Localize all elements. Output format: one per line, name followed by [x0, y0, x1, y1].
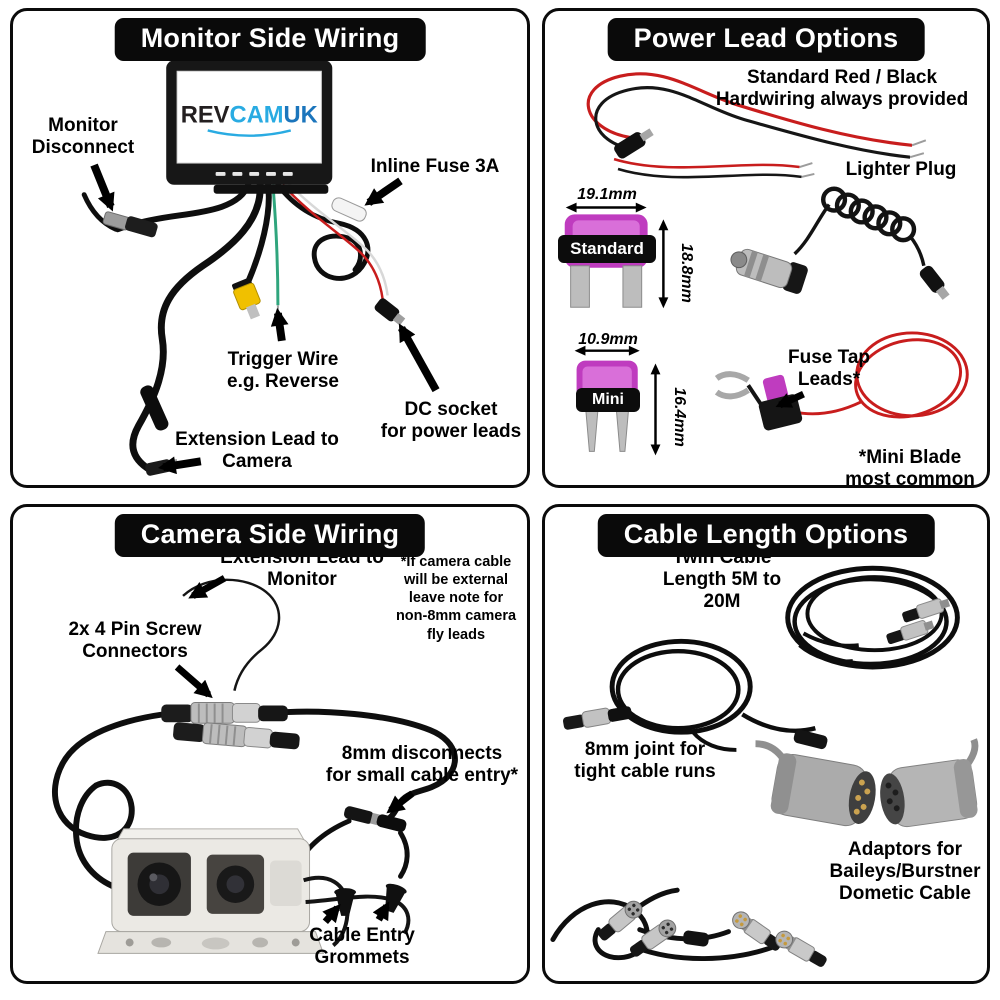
dim-mini-width: 10.9mm: [578, 331, 638, 348]
label-screw-connectors: 2x 4 Pin Screw Connectors: [68, 619, 202, 663]
panel-camera-side-wiring: Camera Side Wiring: [10, 504, 530, 984]
dim-mini-height: 16.4mm: [671, 387, 688, 447]
monitor-wiring-illustration: REVCAMUK: [81, 60, 440, 476]
tap-wire: [746, 384, 764, 408]
screw-connector: [171, 719, 302, 753]
label-monitor-disconnect: Monitor Disconnect: [31, 115, 135, 159]
trigger-wire: [271, 184, 280, 306]
arrow-screw-connectors: [174, 664, 213, 699]
power-wires: [281, 181, 389, 300]
fuse-tap-lead: [714, 331, 969, 431]
arrow-grommet-2: [372, 901, 390, 922]
monitor-buttons: [215, 171, 293, 176]
arrow-fuse-tap: [775, 391, 805, 409]
label-arrows: [90, 163, 440, 475]
adaptor-sockets: [885, 782, 900, 812]
label-external-note: *If camera cable will be external leave …: [395, 554, 517, 643]
twin-cable-coil: [785, 565, 960, 670]
cable-length-illustration: [550, 565, 979, 971]
arrow-trigger-wire: [270, 307, 289, 342]
panel-monitor-side-wiring: Monitor Side Wiring: [10, 8, 530, 488]
adaptor-female: [880, 738, 979, 828]
label-fuse-tap: Fuse Tap Leads*: [788, 347, 870, 391]
standard-fuse-label: Standard: [558, 235, 656, 263]
dim-standard-width: 19.1mm: [577, 186, 637, 203]
camera-wiring-illustration: [52, 575, 458, 954]
monitor-disconnect-connector: [102, 211, 158, 238]
adaptor-male: [755, 740, 876, 827]
arrow-extension-lead: [157, 456, 202, 475]
hardwiring-leads: [586, 72, 927, 179]
mini-fuse-label: Mini: [576, 388, 640, 412]
screw-connector: [161, 702, 288, 724]
camera-illustration: [97, 828, 325, 954]
label-dc-socket: DC socket for power leads: [380, 399, 522, 443]
inline-fuse-holder: [331, 197, 367, 222]
label-trigger-wire: Trigger Wire e.g. Reverse: [227, 349, 339, 393]
coiled-cord: [821, 186, 917, 243]
arrow-monitor-disconnect: [90, 163, 115, 212]
stripped-wire-tips: [799, 139, 927, 178]
arrow-extension-lead: [188, 575, 227, 599]
label-grommets: Cable Entry Grommets: [309, 925, 415, 969]
monitor: REVCAMUK: [166, 60, 333, 194]
aviation-connector: [886, 620, 935, 645]
panel-cable-length-options: Cable Length Options: [542, 504, 990, 984]
camera-pin-connector: [772, 927, 830, 971]
y-sleeve: [682, 930, 709, 947]
adaptor-pins: [853, 779, 871, 815]
panel-title: Cable Length Options: [597, 514, 935, 557]
dimension-arrows-mini: [574, 345, 661, 456]
tee-connector: [793, 729, 828, 750]
joint-connector-pair: [562, 706, 632, 730]
cable-coil: [578, 638, 816, 752]
monitor-stand: [213, 184, 329, 194]
label-mini-blade-note: *Mini Blade most common: [845, 447, 975, 488]
arrow-grommet-1: [322, 903, 341, 924]
panel-power-lead-options: Power Lead Options: [542, 8, 990, 488]
label-adaptors: Adaptors for Baileys/Burstner Dometic Ca…: [829, 839, 981, 905]
arrow-disconnect-8mm: [386, 790, 415, 814]
logo-swoosh: [207, 129, 292, 137]
label-lighter-plug: Lighter Plug: [845, 159, 957, 180]
panel-title: Camera Side Wiring: [114, 514, 426, 557]
label-arrows: [174, 575, 415, 924]
cable-sleeve: [140, 385, 169, 431]
label-joint-8mm: 8mm joint for tight cable runs: [574, 739, 716, 783]
logo-text: REVCAMUK: [181, 103, 318, 129]
label-disconnects-8mm: 8mm disconnects for small cable entry*: [325, 743, 519, 787]
dc-socket: [374, 298, 406, 326]
dim-standard-height: 18.8mm: [678, 243, 695, 303]
label-extension-lead-camera: Extension Lead to Camera: [175, 429, 339, 473]
lighter-dc-plug: [919, 265, 950, 300]
panel-title: Monitor Side Wiring: [114, 18, 426, 61]
dc-plug: [614, 128, 654, 159]
disconnect-8mm: [343, 806, 407, 832]
fork-terminal: [714, 371, 750, 400]
grommet: [385, 883, 407, 913]
aviation-connector: [902, 598, 951, 623]
dimension-arrows-standard: [565, 202, 669, 309]
lighter-plug-assembly: [730, 186, 950, 300]
label-hardwiring: Standard Red / Black Hardwiring always p…: [715, 67, 969, 111]
label-inline-fuse: Inline Fuse 3A: [370, 156, 500, 177]
lighter-plug-body: [730, 248, 808, 294]
arrow-inline-fuse: [364, 177, 403, 206]
camera-pin-connector: [728, 908, 786, 955]
rca-connector: [232, 277, 261, 320]
panel-title: Power Lead Options: [607, 18, 925, 61]
arrow-dc-socket: [398, 323, 440, 393]
